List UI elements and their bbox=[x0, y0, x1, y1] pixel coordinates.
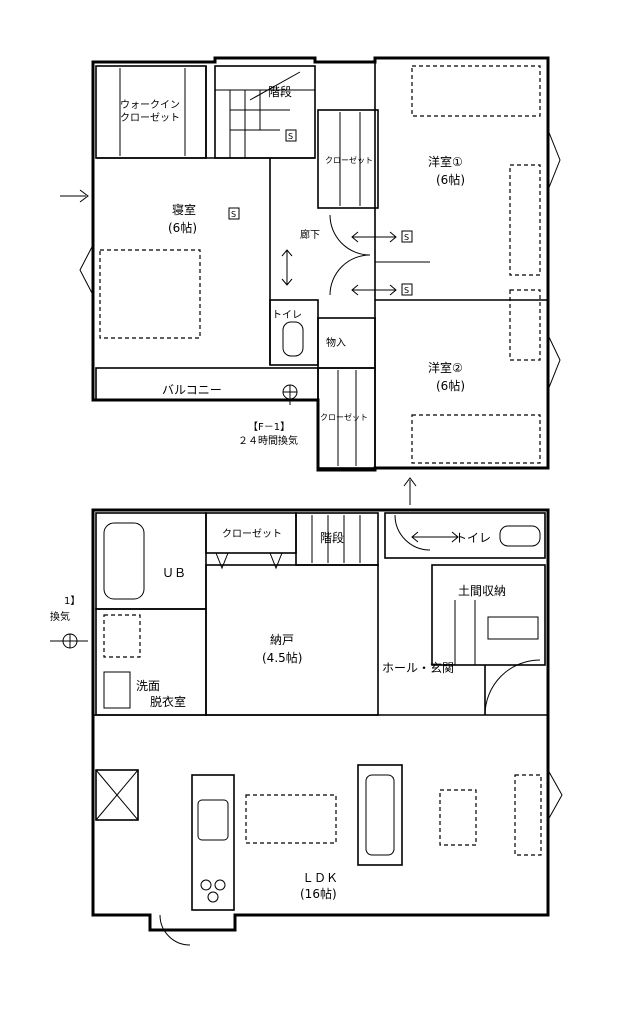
kitchen-back-door bbox=[159, 914, 191, 946]
walkin-closet-label-1: ウォークイン bbox=[120, 99, 180, 111]
western2-desk bbox=[509, 289, 541, 361]
switch-box-2 bbox=[228, 207, 240, 220]
western1-size: (6帖) bbox=[436, 172, 465, 187]
switch-box-3 bbox=[401, 230, 413, 243]
western1-name: 洋室① bbox=[428, 154, 463, 169]
western1-bed bbox=[411, 65, 541, 117]
stove-burner-1 bbox=[200, 879, 212, 891]
toilet-1f-bowl bbox=[499, 525, 541, 547]
arrow-corridor-vertical bbox=[281, 249, 293, 286]
toilet-1f bbox=[384, 512, 546, 559]
storeroom-size: (4.5帖) bbox=[262, 650, 302, 665]
closet-1f-label: クローゼット bbox=[222, 528, 282, 540]
window-left-upper bbox=[79, 244, 94, 296]
vent-code-2f: 【F－1】 bbox=[248, 421, 290, 433]
entry-arrow bbox=[60, 189, 89, 203]
entrance-up-arrow bbox=[403, 477, 417, 505]
earth-storage bbox=[431, 564, 546, 666]
dining-table bbox=[245, 794, 337, 844]
toilet-1f-label: トイレ bbox=[455, 531, 491, 545]
toilet-2f-bowl bbox=[282, 321, 304, 357]
floor1-exterior-wall bbox=[91, 508, 550, 932]
second-floor: S S S S ウォークイン クローゼット 階段 寝室 (6帖) 廊下 クローゼ… bbox=[60, 56, 561, 472]
first-floor: ＵＢ クローゼット 階段 トイレ 土間収納 納戸 (4.5帖) ホール・玄関 洗… bbox=[50, 508, 563, 946]
closet-2f-lower-label: クローゼット bbox=[320, 412, 368, 422]
ldk-storage bbox=[95, 769, 139, 821]
western2-name: 洋室② bbox=[428, 360, 463, 375]
western2-bed bbox=[411, 414, 541, 464]
corridor-door-2 bbox=[329, 254, 371, 296]
walkin-closet bbox=[95, 65, 207, 159]
kitchen-counter bbox=[191, 774, 235, 911]
storage-2f-label: 物入 bbox=[326, 336, 346, 349]
stove-burner-2 bbox=[214, 879, 226, 891]
switch-box-4-label: S bbox=[404, 286, 409, 295]
sofa bbox=[357, 764, 403, 866]
window-right-1 bbox=[547, 129, 561, 191]
vent-note-1f: 換気 bbox=[50, 610, 70, 623]
switch-box-1 bbox=[285, 129, 297, 142]
arrow-corridor-1 bbox=[351, 231, 397, 243]
tv-board bbox=[514, 774, 542, 856]
closet-2f-upper bbox=[317, 109, 379, 209]
bedroom-name: 寝室 bbox=[172, 202, 196, 217]
earth-storage-label: 土間収納 bbox=[458, 584, 506, 598]
closet-2f-lower bbox=[317, 367, 376, 469]
storeroom-name: 納戸 bbox=[270, 633, 294, 647]
western1-desk bbox=[509, 164, 541, 276]
window-right-floor1 bbox=[547, 769, 563, 821]
switch-box-2-label: S bbox=[231, 210, 236, 219]
western2-size: (6帖) bbox=[436, 378, 465, 393]
stove-burner-3 bbox=[207, 891, 219, 903]
bedroom-size: (6帖) bbox=[168, 220, 197, 235]
washroom-label-1: 洗面 bbox=[136, 679, 160, 693]
switch-box-3-label: S bbox=[404, 233, 409, 242]
balcony-label: バルコニー bbox=[162, 383, 222, 397]
bathtub bbox=[103, 522, 145, 600]
stairs-2f-label: 階段 bbox=[268, 84, 292, 99]
washing-machine bbox=[103, 614, 141, 658]
corridor-label: 廊下 bbox=[300, 228, 320, 241]
kitchen-sink bbox=[197, 799, 229, 841]
window-right-2 bbox=[547, 334, 561, 391]
vent-code-1f: 1】 bbox=[64, 595, 80, 607]
corridor-door-1 bbox=[329, 214, 371, 256]
bedroom-bed bbox=[99, 249, 201, 339]
arrow-toilet-1f bbox=[411, 531, 459, 543]
hall-entrance-label: ホール・玄関 bbox=[382, 660, 454, 675]
entrance-door bbox=[484, 659, 541, 716]
closet-2f-upper-label: クローゼット bbox=[325, 155, 373, 165]
stairs-1f-label: 階段 bbox=[320, 530, 344, 545]
switch-box-4 bbox=[401, 283, 413, 296]
coffee-table bbox=[439, 789, 477, 846]
unit-bath-label: ＵＢ bbox=[162, 566, 186, 580]
arrow-corridor-2 bbox=[351, 284, 397, 296]
washbasin bbox=[103, 671, 131, 709]
ldk-size: (16帖) bbox=[300, 886, 337, 901]
toilet-1f-door bbox=[394, 514, 431, 551]
ldk-name: ＬＤＫ bbox=[302, 871, 338, 885]
walkin-closet-label-2: クローゼット bbox=[120, 112, 180, 124]
vent-note-2f: ２４時間換気 bbox=[238, 434, 298, 447]
toilet-2f-label: トイレ bbox=[272, 310, 302, 321]
switch-box-1-label: S bbox=[288, 132, 293, 141]
washroom-label-2: 脱衣室 bbox=[150, 694, 186, 709]
unit-bath bbox=[95, 512, 207, 610]
